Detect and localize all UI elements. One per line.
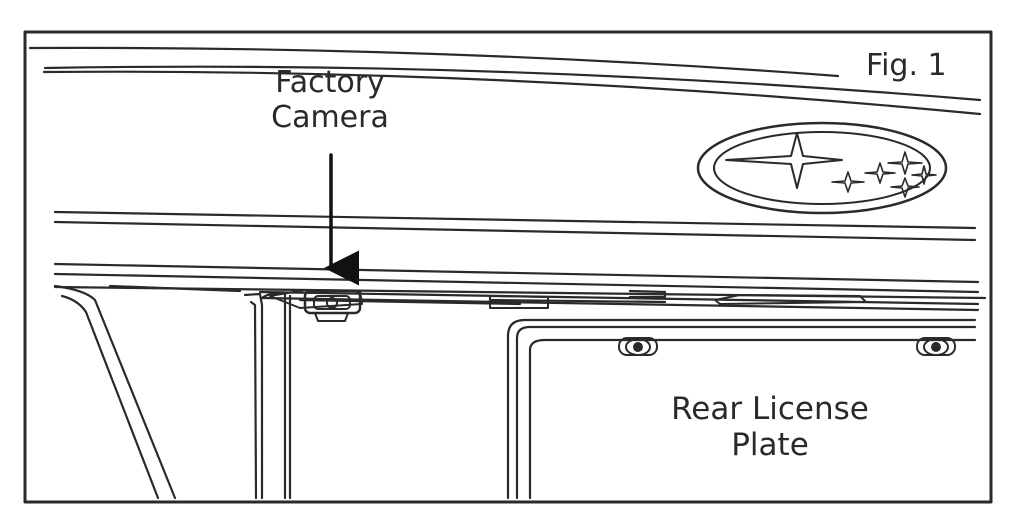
- screw-icon: [618, 337, 658, 356]
- rear-camera-icon: [269, 289, 363, 322]
- body-panel-lines: [53, 210, 980, 294]
- callout-line: Rear License: [671, 391, 869, 427]
- factory-camera-callout: Factory Camera: [240, 65, 420, 135]
- callout-line: Camera: [271, 99, 389, 135]
- license-plate-recess: [506, 318, 977, 500]
- trunk-lid-lines: [28, 46, 982, 116]
- callout-line: Factory: [275, 65, 385, 100]
- screw-icon: [916, 337, 956, 356]
- figure-border: [23, 30, 993, 504]
- left-pillar-lines: [53, 284, 292, 500]
- license-plate-callout: Rear License Plate: [640, 391, 900, 463]
- callout-line: Plate: [731, 426, 809, 463]
- bumper-garnish-lines: [53, 284, 987, 312]
- figure-label: Fig. 1: [866, 48, 947, 83]
- six-star-oval-emblem: [696, 121, 948, 215]
